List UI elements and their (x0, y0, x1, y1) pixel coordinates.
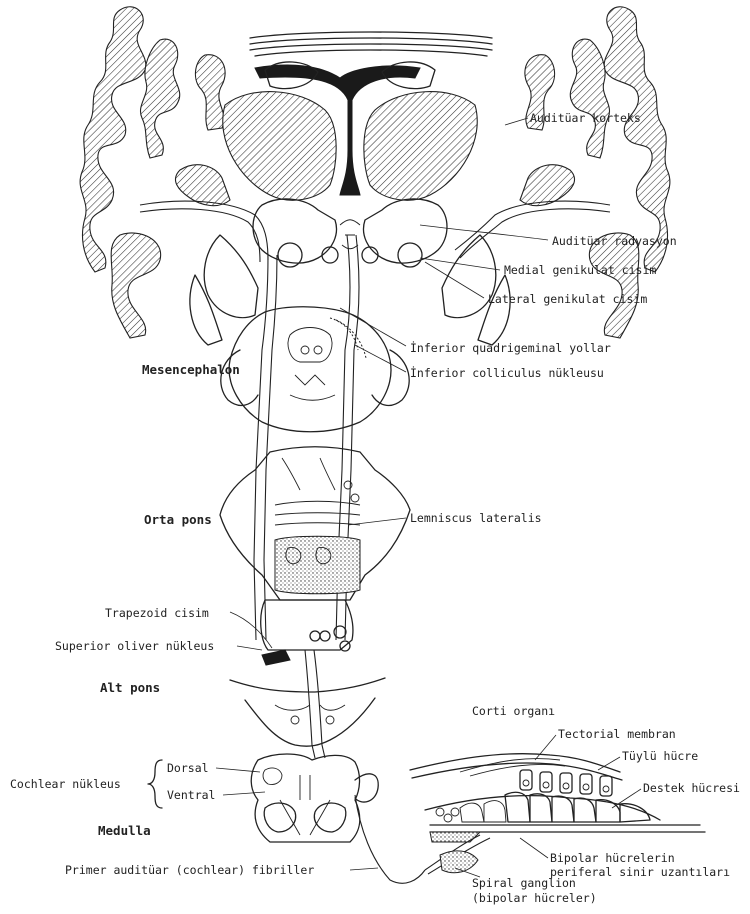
label-bipolar-processes-line2: periferal sinir uzantıları (550, 865, 730, 879)
label-primary-fibers: Primer auditüar (cochlear) fibriller (65, 863, 314, 877)
cochlear-nucleus-brace (148, 760, 162, 808)
cerebral-cortex (80, 7, 670, 338)
hair-cells (520, 770, 612, 796)
label-tectorial-membrane: Tectorial membran (558, 727, 676, 741)
label-spiral-ganglion-line1: Spiral ganglion (472, 876, 576, 890)
label-ventral: Ventral (167, 788, 215, 802)
label-spiral-ganglion-line2: (bipolar hücreler) (472, 891, 597, 905)
label-medulla: Medulla (98, 823, 151, 838)
label-mid-pons: Orta pons (144, 512, 212, 527)
mesencephalon-section (221, 307, 409, 432)
diagram-labels: Auditüar korteks Auditüar radyasyon Medi… (10, 111, 740, 905)
label-bipolar-processes-line1: Bipolar hücrelerin (550, 851, 675, 865)
label-mesencephalon: Mesencephalon (142, 362, 240, 377)
label-trapezoid-body: Trapezoid cisim (105, 606, 209, 620)
label-lateral-geniculate: Lateral genikulat cisim (488, 292, 647, 306)
label-inferior-quadrigeminal: İnferior quadrigeminal yollar (410, 340, 611, 355)
label-inferior-colliculus: İnferior colliculus nükleusu (410, 365, 604, 380)
label-lower-pons: Alt pons (100, 680, 160, 695)
label-cochlear-nucleus: Cochlear nükleus (10, 777, 121, 791)
mid-pons-section (220, 447, 410, 600)
lower-pons-section (230, 600, 385, 758)
label-lemniscus-lateralis: Lemniscus lateralis (410, 511, 542, 525)
label-supporting-cell: Destek hücresi (643, 781, 740, 795)
label-auditory-cortex: Auditüar korteks (530, 111, 641, 125)
label-superior-olive: Superior oliver nükleus (55, 639, 214, 653)
label-organ-of-corti: Corti organı (472, 704, 555, 718)
label-medial-geniculate: Medial genikulat cisim (504, 263, 656, 277)
label-hair-cell: Tüylü hücre (622, 749, 698, 763)
supporting-cells (436, 792, 650, 822)
label-auditory-radiation: Auditüar radyasyon (552, 234, 677, 248)
label-dorsal: Dorsal (167, 761, 209, 775)
